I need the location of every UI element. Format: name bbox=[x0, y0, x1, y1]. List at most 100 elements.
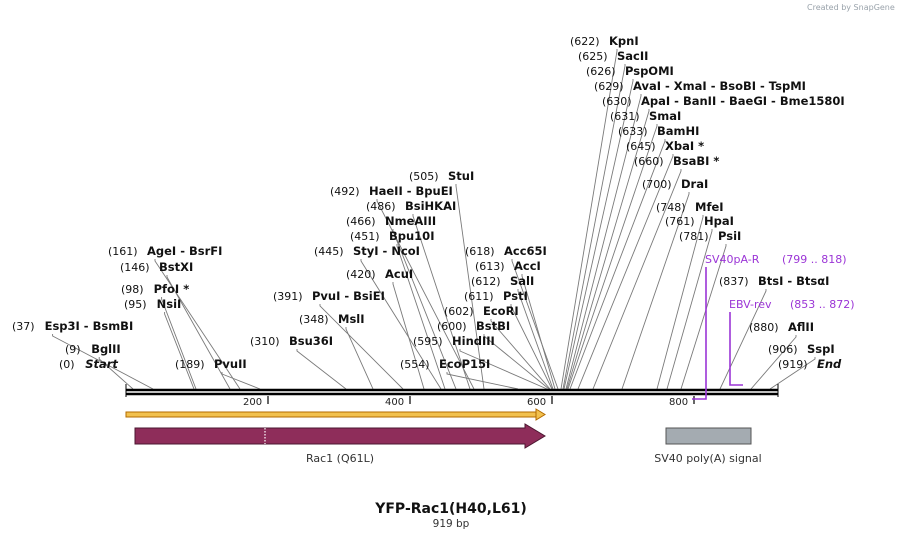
primer-ebv-rev[interactable]: EBV-rev (853 .. 872) bbox=[729, 298, 855, 386]
site-bsabi[interactable]: (660)BsaBI * bbox=[634, 154, 719, 168]
site-bstxi[interactable]: (146)BstXI bbox=[120, 260, 193, 274]
site-nsii[interactable]: (95)NsiI bbox=[124, 297, 181, 311]
site-bglii-line bbox=[98, 357, 134, 390]
site-acci-name: AccI bbox=[514, 259, 541, 273]
site-pspomi[interactable]: (626)PspOMI bbox=[586, 64, 674, 78]
site-haeii-bpuei[interactable]: (492)HaeII - BpuEI bbox=[330, 184, 453, 198]
site-pfoi-line bbox=[161, 297, 197, 390]
site-bstxi-position: (146) bbox=[120, 261, 150, 274]
site-sacii[interactable]: (625)SacII bbox=[578, 49, 648, 63]
site-bpu10i[interactable]: (451)Bpu10I bbox=[350, 229, 434, 243]
site-sali[interactable]: (612)SalI bbox=[471, 274, 534, 288]
site-acc65i[interactable]: (618)Acc65I bbox=[465, 244, 547, 258]
site-btsi-bts-i-line bbox=[719, 289, 767, 390]
site-sspi-position: (906) bbox=[768, 343, 798, 356]
orf-arrow[interactable] bbox=[125, 408, 546, 421]
site-smai[interactable]: (631)SmaI bbox=[610, 109, 681, 123]
site-sspi[interactable]: (906) SspI bbox=[768, 342, 835, 356]
site-agei-bsrfi[interactable]: (161)AgeI - BsrFI bbox=[108, 244, 222, 258]
site-stui-line bbox=[455, 184, 485, 390]
site-nsii-name: NsiI bbox=[157, 297, 182, 311]
site-ecop15i-line bbox=[446, 372, 519, 390]
site-styi-ncoi[interactable]: (445)StyI - NcoI bbox=[314, 244, 420, 258]
primer-sv40pa-r-name: SV40pA-R bbox=[705, 253, 760, 266]
site-stui-position: (505) bbox=[409, 170, 439, 183]
site-apai-banii-baegi-bme1580i-line bbox=[566, 109, 650, 390]
site-stui-name: StuI bbox=[448, 169, 474, 183]
primer-ebv-rev-range: (853 .. 872) bbox=[790, 298, 855, 311]
site-avai-xmai-bsobi-tspmi-name: AvaI - XmaI - BsoBI - TspMI bbox=[633, 79, 806, 93]
ruler-tick-400: 400 bbox=[385, 397, 404, 408]
site-psti-position: (611) bbox=[464, 290, 494, 303]
site-bsihkai[interactable]: (486)BsiHKAI bbox=[366, 199, 456, 213]
site-hindiii-position: (595) bbox=[413, 335, 443, 348]
site-acui[interactable]: (420)AcuI bbox=[346, 267, 413, 281]
site-pvuii-name: PvuII bbox=[214, 357, 247, 371]
site-bsihkai-name: BsiHKAI bbox=[405, 199, 456, 213]
feature-sv40-polya[interactable]: SV40 poly(A) signal bbox=[654, 427, 762, 465]
site-apai-banii-baegi-bme1580i[interactable]: (630)ApaI - BanII - BaeGI - Bme1580I bbox=[602, 94, 845, 108]
site-bamhi-position: (633) bbox=[618, 125, 648, 138]
site-bamhi[interactable]: (633) BamHI bbox=[618, 124, 699, 138]
site-bstbi-position: (600) bbox=[437, 320, 467, 333]
site-esp3i-bsmbi-line bbox=[52, 334, 154, 390]
site-bsu36i[interactable]: (310)Bsu36I bbox=[250, 334, 333, 348]
site-psii-line bbox=[680, 244, 727, 390]
site-hpai[interactable]: (761)HpaI bbox=[665, 214, 734, 228]
primer-sv40pa-r[interactable]: SV40pA-R (799 .. 818) bbox=[692, 253, 847, 400]
site-bamhi-name: BamHI bbox=[657, 124, 699, 138]
site-msli[interactable]: (348)MslI bbox=[299, 312, 365, 326]
site-btsi-bts-i-position: (837) bbox=[719, 275, 749, 288]
site-nmeaiii[interactable]: (466)NmeAIII bbox=[346, 214, 436, 228]
site-kpni[interactable]: (622)KpnI bbox=[570, 34, 639, 48]
site-esp3i-bsmbi-name: Esp3I - BsmBI bbox=[45, 319, 134, 333]
site-acci[interactable]: (613) AccI bbox=[475, 259, 541, 273]
site-xbai-position: (645) bbox=[626, 140, 656, 153]
site-end: (919)End bbox=[778, 357, 842, 371]
site-avai-xmai-bsobi-tspmi[interactable]: (629)AvaI - XmaI - BsoBI - TspMI bbox=[594, 79, 806, 93]
site-psti[interactable]: (611)PstI bbox=[464, 289, 528, 303]
site-bglii[interactable]: (9) BglII bbox=[65, 342, 121, 356]
site-drai-position: (700) bbox=[642, 178, 672, 191]
site-pspomi-name: PspOMI bbox=[625, 64, 674, 78]
site-xbai[interactable]: (645)XbaI * bbox=[626, 139, 704, 153]
site-aflii-line bbox=[750, 335, 797, 390]
site-psii[interactable]: (781)PsiI bbox=[679, 229, 741, 243]
site-ecori-position: (602) bbox=[444, 305, 474, 318]
site-stui[interactable]: (505) StuI bbox=[409, 169, 474, 183]
site-bglii-position: (9) bbox=[65, 343, 81, 356]
site-ecori[interactable]: (602)EcoRI bbox=[444, 304, 519, 318]
site-acci-position: (613) bbox=[475, 260, 505, 273]
site-sacii-name: SacII bbox=[617, 49, 648, 63]
site-hpai-name: HpaI bbox=[704, 214, 734, 228]
site-nmeaiii-position: (466) bbox=[346, 215, 376, 228]
site-pfoi[interactable]: (98)PfoI * bbox=[121, 282, 189, 296]
site-sspi-name: SspI bbox=[807, 342, 835, 356]
feature-rac1[interactable]: Rac1 (Q61L) bbox=[134, 423, 546, 465]
site-bsu36i-line bbox=[296, 349, 347, 390]
site-drai[interactable]: (700)DraI bbox=[642, 177, 708, 191]
site-kpni-name: KpnI bbox=[609, 34, 639, 48]
site-hindiii[interactable]: (595)HindIII bbox=[413, 334, 495, 348]
site-bstxi-line bbox=[166, 275, 231, 390]
site-btsi-bts-i[interactable]: (837)BtsI - BtsαI bbox=[719, 274, 829, 288]
site-apai-banii-baegi-bme1580i-position: (630) bbox=[602, 95, 632, 108]
site-pvui-bsiei[interactable]: (391)PvuI - BsiEI bbox=[273, 289, 385, 303]
site-bpu10i-position: (451) bbox=[350, 230, 380, 243]
site-bsabi-name: BsaBI * bbox=[673, 154, 719, 168]
site-psii-position: (781) bbox=[679, 230, 709, 243]
site-bstbi[interactable]: (600)BstBI bbox=[437, 319, 510, 333]
site-haeii-bpuei-name: HaeII - BpuEI bbox=[369, 184, 453, 198]
site-pspomi-line bbox=[563, 79, 634, 390]
site-end-position: (919) bbox=[778, 358, 808, 371]
site-smai-name: SmaI bbox=[649, 109, 681, 123]
site-labels: (0)Start(9)BglII(37)Esp3I - BsmBI(95)Nsi… bbox=[12, 34, 845, 371]
feature-rac1-label: Rac1 (Q61L) bbox=[306, 452, 374, 465]
site-esp3i-bsmbi[interactable]: (37) Esp3I - BsmBI bbox=[12, 319, 133, 333]
site-esp3i-bsmbi-position: (37) bbox=[12, 320, 35, 333]
site-aflii[interactable]: (880)AflII bbox=[749, 320, 814, 334]
site-ecop15i[interactable]: (554)EcoP15I bbox=[400, 357, 490, 371]
site-bglii-name: BglII bbox=[91, 342, 121, 356]
site-mfei[interactable]: (748)MfeI bbox=[656, 200, 724, 214]
site-pvuii[interactable]: (189)PvuII bbox=[175, 357, 247, 371]
